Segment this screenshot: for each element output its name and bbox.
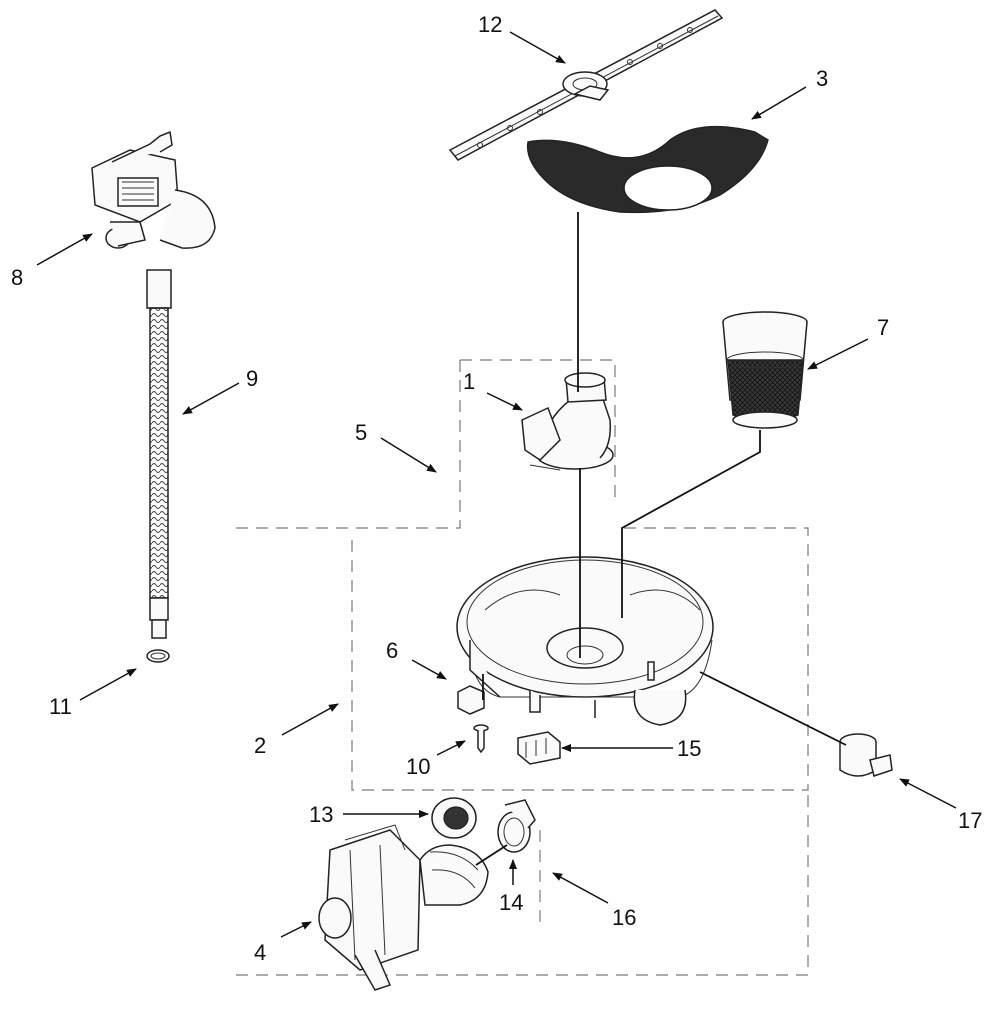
filter-screen-part: [526, 125, 769, 214]
callout-6: 6: [386, 638, 398, 663]
circulation-pump-part: [318, 824, 489, 991]
callout-14: 14: [499, 890, 523, 915]
callout-12: 12: [478, 12, 502, 37]
callout-3: 3: [816, 66, 828, 91]
callout-7: 7: [877, 315, 889, 340]
assembly-2-dashed-box: [351, 527, 809, 791]
sump-tub-part: [456, 556, 714, 726]
spray-arm-part: [448, 9, 724, 161]
callout-2: 2: [254, 733, 266, 758]
callout-16: 16: [612, 905, 636, 930]
drain-hose-part: [146, 269, 172, 639]
callout-4: 4: [254, 940, 266, 965]
callout-11: 11: [49, 694, 72, 719]
pump-clamp-part: [497, 799, 536, 853]
clip-part: [457, 685, 485, 715]
callout-13: 13: [309, 802, 333, 827]
callout-9: 9: [246, 366, 258, 391]
callout-8: 8: [11, 265, 23, 290]
assembly-16-dashed-box: [236, 790, 809, 976]
assembly-5-dashed-box: [236, 359, 616, 529]
connector-part: [517, 731, 561, 765]
callout-17: 17: [958, 808, 982, 833]
diverter-assembly-part: [521, 372, 614, 471]
drain-pump-part: [91, 130, 216, 249]
callout-10: 10: [406, 754, 430, 779]
callout-5: 5: [355, 420, 367, 445]
screw-part: [473, 724, 489, 754]
callout-labels: 1 2 3 4 5 6 7 8 9 10 11 12 13 14 15 16 1…: [11, 12, 982, 965]
sensor-part: [839, 733, 893, 777]
callout-15: 15: [677, 736, 701, 761]
leader-arrows: [36, 31, 957, 938]
callout-1: 1: [463, 369, 475, 394]
filter-cylinder-part: [722, 311, 808, 429]
hose-clamp-part: [146, 649, 170, 663]
connection-lines: [475, 212, 847, 866]
seal-ring-part: [431, 797, 477, 839]
